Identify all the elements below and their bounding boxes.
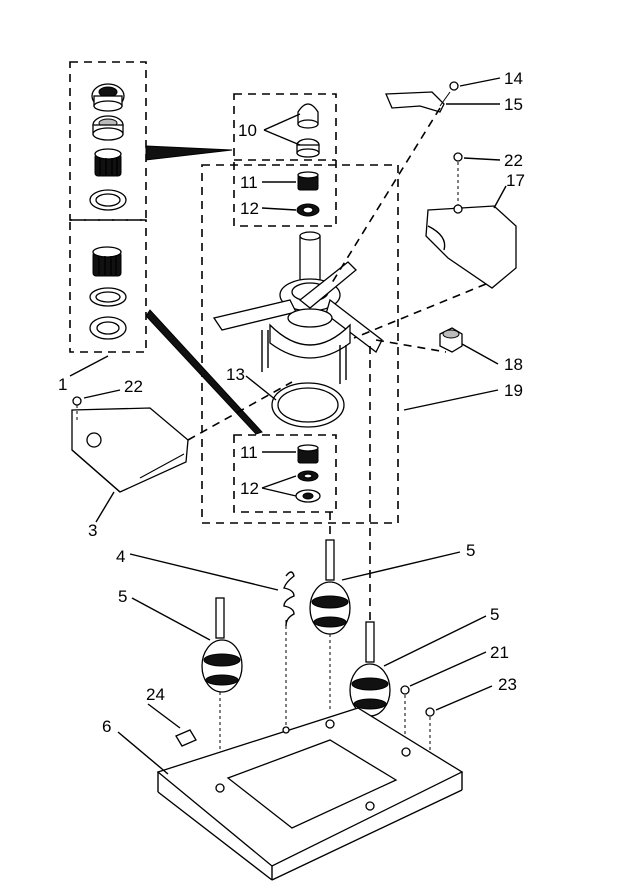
callout-21: 21 — [490, 643, 509, 662]
kit-box-1-lower — [69, 219, 147, 353]
callout-4: 4 — [116, 547, 125, 566]
clip-parts — [385, 81, 459, 113]
leader-lines — [69, 77, 507, 775]
callout-23: 23 — [498, 675, 517, 694]
left-bracket — [71, 396, 189, 493]
callout-labels: 1 3 4 5 5 5 6 10 11 11 12 12 13 14 15 17… — [58, 69, 525, 736]
callout-11-upper: 11 — [240, 173, 258, 192]
callout-6: 6 — [102, 717, 111, 736]
callout-24: 24 — [146, 685, 165, 704]
callout-12-lower: 12 — [240, 479, 259, 498]
damper-left — [201, 597, 243, 770]
callout-10: 10 — [238, 121, 257, 140]
callout-5-middle: 5 — [466, 541, 475, 560]
callout-3: 3 — [88, 521, 97, 540]
damper-right — [349, 621, 391, 800]
clip-24 — [175, 729, 197, 747]
kit-box-lower-bearings — [233, 434, 337, 513]
callout-5-left: 5 — [118, 587, 127, 606]
right-bracket — [425, 152, 517, 289]
spring — [283, 571, 295, 730]
upper-bearing-parts — [296, 103, 320, 217]
kit-1-parts — [89, 83, 127, 340]
drive-ring — [271, 382, 345, 428]
transmission-assembly — [212, 231, 383, 384]
base-plate — [156, 707, 464, 881]
kit-box-19-transmission — [201, 164, 399, 524]
screw-23 — [425, 707, 435, 717]
callout-5-right: 5 — [490, 605, 499, 624]
callout-17: 17 — [506, 171, 525, 190]
callout-1: 1 — [58, 375, 67, 394]
damper-middle — [309, 539, 351, 710]
callout-11-lower: 11 — [240, 443, 258, 462]
screw-21 — [400, 685, 410, 695]
lower-bearing-parts — [295, 444, 321, 503]
callout-14: 14 — [504, 69, 523, 88]
callout-13: 13 — [226, 365, 245, 384]
wedge-pointer-lower — [145, 309, 263, 435]
callout-15: 15 — [504, 95, 523, 114]
callout-22-right: 22 — [504, 151, 523, 170]
callout-22-left: 22 — [124, 377, 143, 396]
callout-18: 18 — [504, 355, 523, 374]
wedge-pointer-upper — [145, 145, 233, 161]
callout-19: 19 — [504, 381, 523, 400]
callout-12-upper: 12 — [240, 199, 259, 218]
kit-box-1-upper — [69, 61, 147, 221]
nut — [439, 327, 463, 353]
